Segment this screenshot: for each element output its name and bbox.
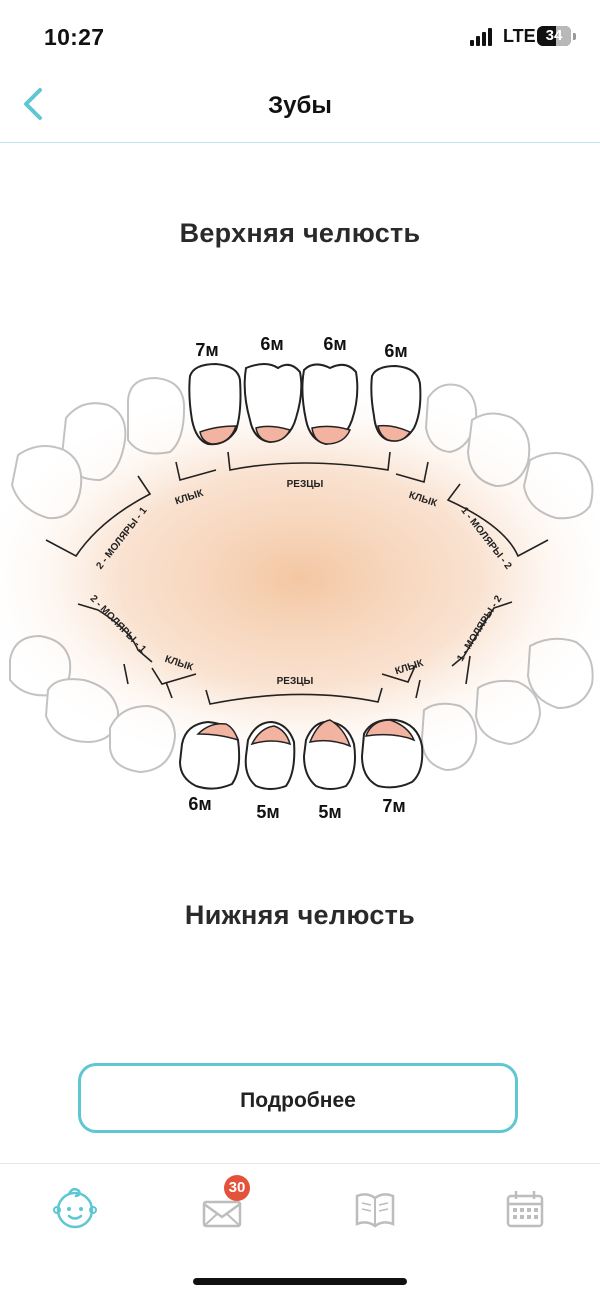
lower-jaw-title: Нижняя челюсть	[184, 900, 416, 930]
home-indicator	[193, 1278, 407, 1285]
upper-age-label: 7м	[195, 340, 218, 360]
messages-badge: 30	[224, 1175, 250, 1201]
lower-age-label: 7м	[382, 796, 405, 816]
lower-age-label: 5м	[318, 802, 341, 822]
more-details-button[interactable]: Подробнее	[78, 1063, 518, 1133]
network-type: LTE	[503, 26, 536, 46]
teeth-chart: 7м 6м 6м 6м 6м 5м 5м 7м РЕЗЦЫ КЛЫК КЛЫК …	[0, 334, 600, 822]
status-bar: 10:27 LTE 34	[0, 0, 600, 70]
calendar-icon	[506, 1191, 544, 1228]
lower-age-labels: 6м 5м 5м 7м	[188, 794, 405, 822]
jaw-brackets	[45, 451, 549, 705]
lower-age-label: 6м	[188, 794, 211, 814]
tab-bar	[0, 1163, 600, 1244]
status-time: 10:27	[44, 24, 105, 50]
back-button[interactable]	[18, 84, 54, 124]
lower-gum-marks	[196, 719, 416, 748]
upper-incisors	[188, 362, 422, 446]
nav-bar: Зубы	[0, 70, 600, 143]
page-title: Зубы	[268, 92, 332, 119]
upper-faded-teeth	[10, 376, 594, 520]
signal-icon	[470, 28, 496, 46]
tab-calendar[interactable]	[495, 1178, 555, 1238]
lower-incisors-label: РЕЗЦЫ	[277, 676, 314, 687]
upper-age-label: 6м	[260, 334, 283, 354]
battery-icon: 34	[537, 26, 571, 46]
tab-child[interactable]	[45, 1178, 105, 1238]
upper-age-label: 6м	[323, 334, 346, 354]
lower-age-label: 5м	[256, 802, 279, 822]
book-icon	[355, 1193, 395, 1228]
upper-jaw-title: Верхняя челюсть	[179, 218, 421, 248]
tab-library[interactable]	[345, 1178, 405, 1238]
chevron-left-icon	[24, 88, 42, 120]
tab-messages[interactable]	[192, 1178, 252, 1238]
upper-age-labels: 7м 6м 6м 6м	[195, 334, 407, 361]
envelope-icon	[202, 1200, 242, 1228]
battery-level: 34	[545, 27, 563, 44]
upper-age-label: 6м	[384, 341, 407, 361]
upper-gum-marks	[199, 424, 412, 445]
upper-incisors-label: РЕЗЦЫ	[287, 479, 324, 490]
baby-face-icon	[53, 1187, 97, 1229]
lower-faded-teeth	[9, 634, 594, 774]
